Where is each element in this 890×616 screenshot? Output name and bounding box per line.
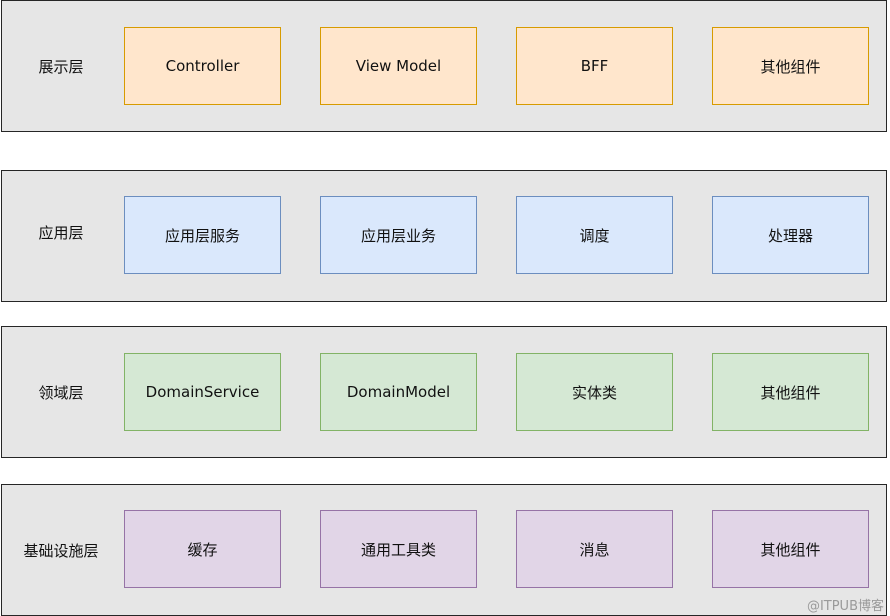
component-box: DomainModel: [320, 353, 477, 431]
component-box: 通用工具类: [320, 510, 477, 588]
layer-label: 应用层: [38, 223, 84, 242]
component-box: 应用层业务: [320, 196, 477, 274]
component-box: 应用层服务: [124, 196, 281, 274]
component-box: View Model: [320, 27, 477, 105]
layer-label: 展示层: [38, 57, 84, 76]
component-box: 实体类: [516, 353, 673, 431]
watermark: @ITPUB博客: [806, 599, 884, 614]
component-box: 其他组件: [712, 510, 869, 588]
component-box: 调度: [516, 196, 673, 274]
component-box: Controller: [124, 27, 281, 105]
component-box: 其他组件: [712, 353, 869, 431]
layer-label: 领域层: [38, 383, 84, 402]
layer-label: 基础设施层: [23, 541, 99, 560]
component-box: BFF: [516, 27, 673, 105]
layer-presentation: 展示层 Controller View Model BFF 其他组件: [1, 0, 887, 132]
layer-infrastructure: 基础设施层 缓存 通用工具类 消息 其他组件: [1, 484, 887, 616]
component-box: 消息: [516, 510, 673, 588]
component-box: 处理器: [712, 196, 869, 274]
component-box: DomainService: [124, 353, 281, 431]
layer-domain: 领域层 DomainService DomainModel 实体类 其他组件: [1, 326, 887, 458]
component-box: 缓存: [124, 510, 281, 588]
layer-application: 应用层 应用层服务 应用层业务 调度 处理器: [1, 170, 887, 302]
component-box: 其他组件: [712, 27, 869, 105]
